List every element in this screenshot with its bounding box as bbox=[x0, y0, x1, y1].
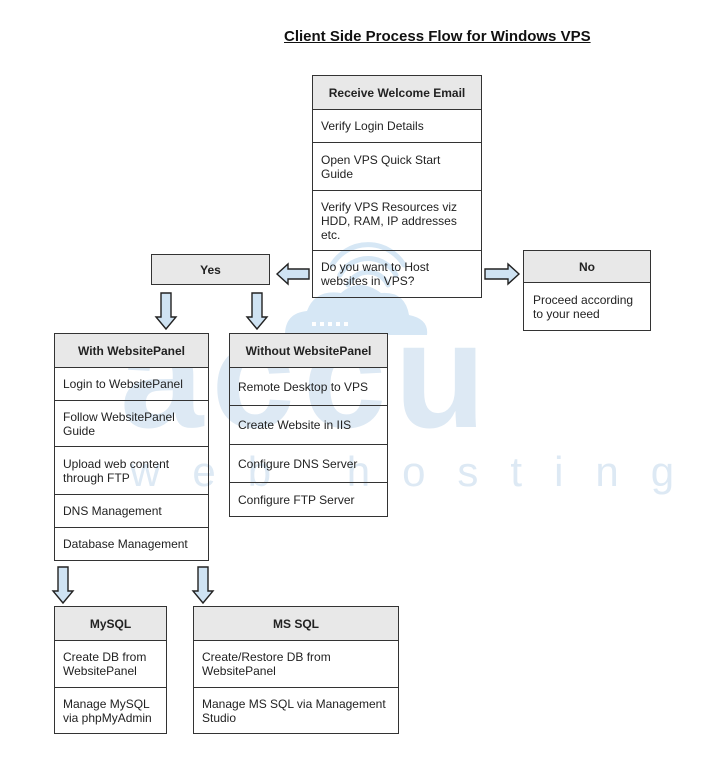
box-header: MySQL bbox=[55, 607, 166, 641]
watermark-tagline: web hosting bbox=[130, 448, 707, 495]
arrow-down-icon bbox=[191, 566, 215, 605]
mssql-box: MS SQL Create/Restore DB from WebsitePan… bbox=[193, 606, 399, 734]
page-title: Client Side Process Flow for Windows VPS bbox=[284, 28, 591, 45]
step-item: Create/Restore DB from WebsitePanel bbox=[194, 641, 398, 688]
main-process-box: Receive Welcome Email Verify Login Detai… bbox=[312, 75, 482, 298]
step-item: Configure DNS Server bbox=[230, 445, 387, 483]
step-item: Manage MySQL via phpMyAdmin bbox=[63, 696, 152, 725]
step-item: Configure FTP Server bbox=[238, 492, 355, 507]
box-header: MS SQL bbox=[194, 607, 398, 641]
box-header: Without WebsitePanel bbox=[230, 334, 387, 368]
step-item: Database Management bbox=[63, 537, 188, 551]
with-websitepanel-box: With WebsitePanel Login to WebsitePanel … bbox=[54, 333, 209, 561]
step-item: Upload web content through FTP bbox=[55, 447, 208, 495]
no-box: No Proceed according to your need bbox=[523, 250, 651, 331]
step-item: Create Website in IIS bbox=[230, 406, 387, 445]
arrow-down-icon bbox=[245, 292, 269, 331]
step-item: Create DB from WebsitePanel bbox=[55, 641, 166, 688]
step-item: DNS Management bbox=[55, 495, 208, 528]
decision-question: Do you want to Host websites in VPS? bbox=[321, 260, 430, 288]
watermark-brand: accu bbox=[120, 291, 494, 459]
box-header: No bbox=[524, 251, 650, 283]
step-item: Login to WebsitePanel bbox=[55, 368, 208, 401]
step-item: Verify VPS Resources viz HDD, RAM, IP ad… bbox=[313, 191, 481, 251]
step-item: Proceed according to your need bbox=[533, 292, 634, 321]
arrow-down-icon bbox=[154, 292, 178, 331]
step-item: Verify Login Details bbox=[313, 110, 481, 143]
yes-box: Yes bbox=[151, 254, 270, 285]
mysql-box: MySQL Create DB from WebsitePanel Manage… bbox=[54, 606, 167, 734]
step-item: Open VPS Quick Start Guide bbox=[313, 143, 481, 191]
step-item: Remote Desktop to VPS bbox=[230, 368, 387, 406]
arrow-right-icon bbox=[484, 262, 521, 286]
box-header: With WebsitePanel bbox=[55, 334, 208, 368]
arrow-down-icon bbox=[51, 566, 75, 605]
without-websitepanel-box: Without WebsitePanel Remote Desktop to V… bbox=[229, 333, 388, 517]
box-header: Receive Welcome Email bbox=[313, 76, 481, 110]
step-item: Manage MS SQL via Management Studio bbox=[202, 696, 386, 725]
step-item: Follow WebsitePanel Guide bbox=[55, 401, 208, 447]
arrow-left-icon bbox=[275, 262, 310, 286]
